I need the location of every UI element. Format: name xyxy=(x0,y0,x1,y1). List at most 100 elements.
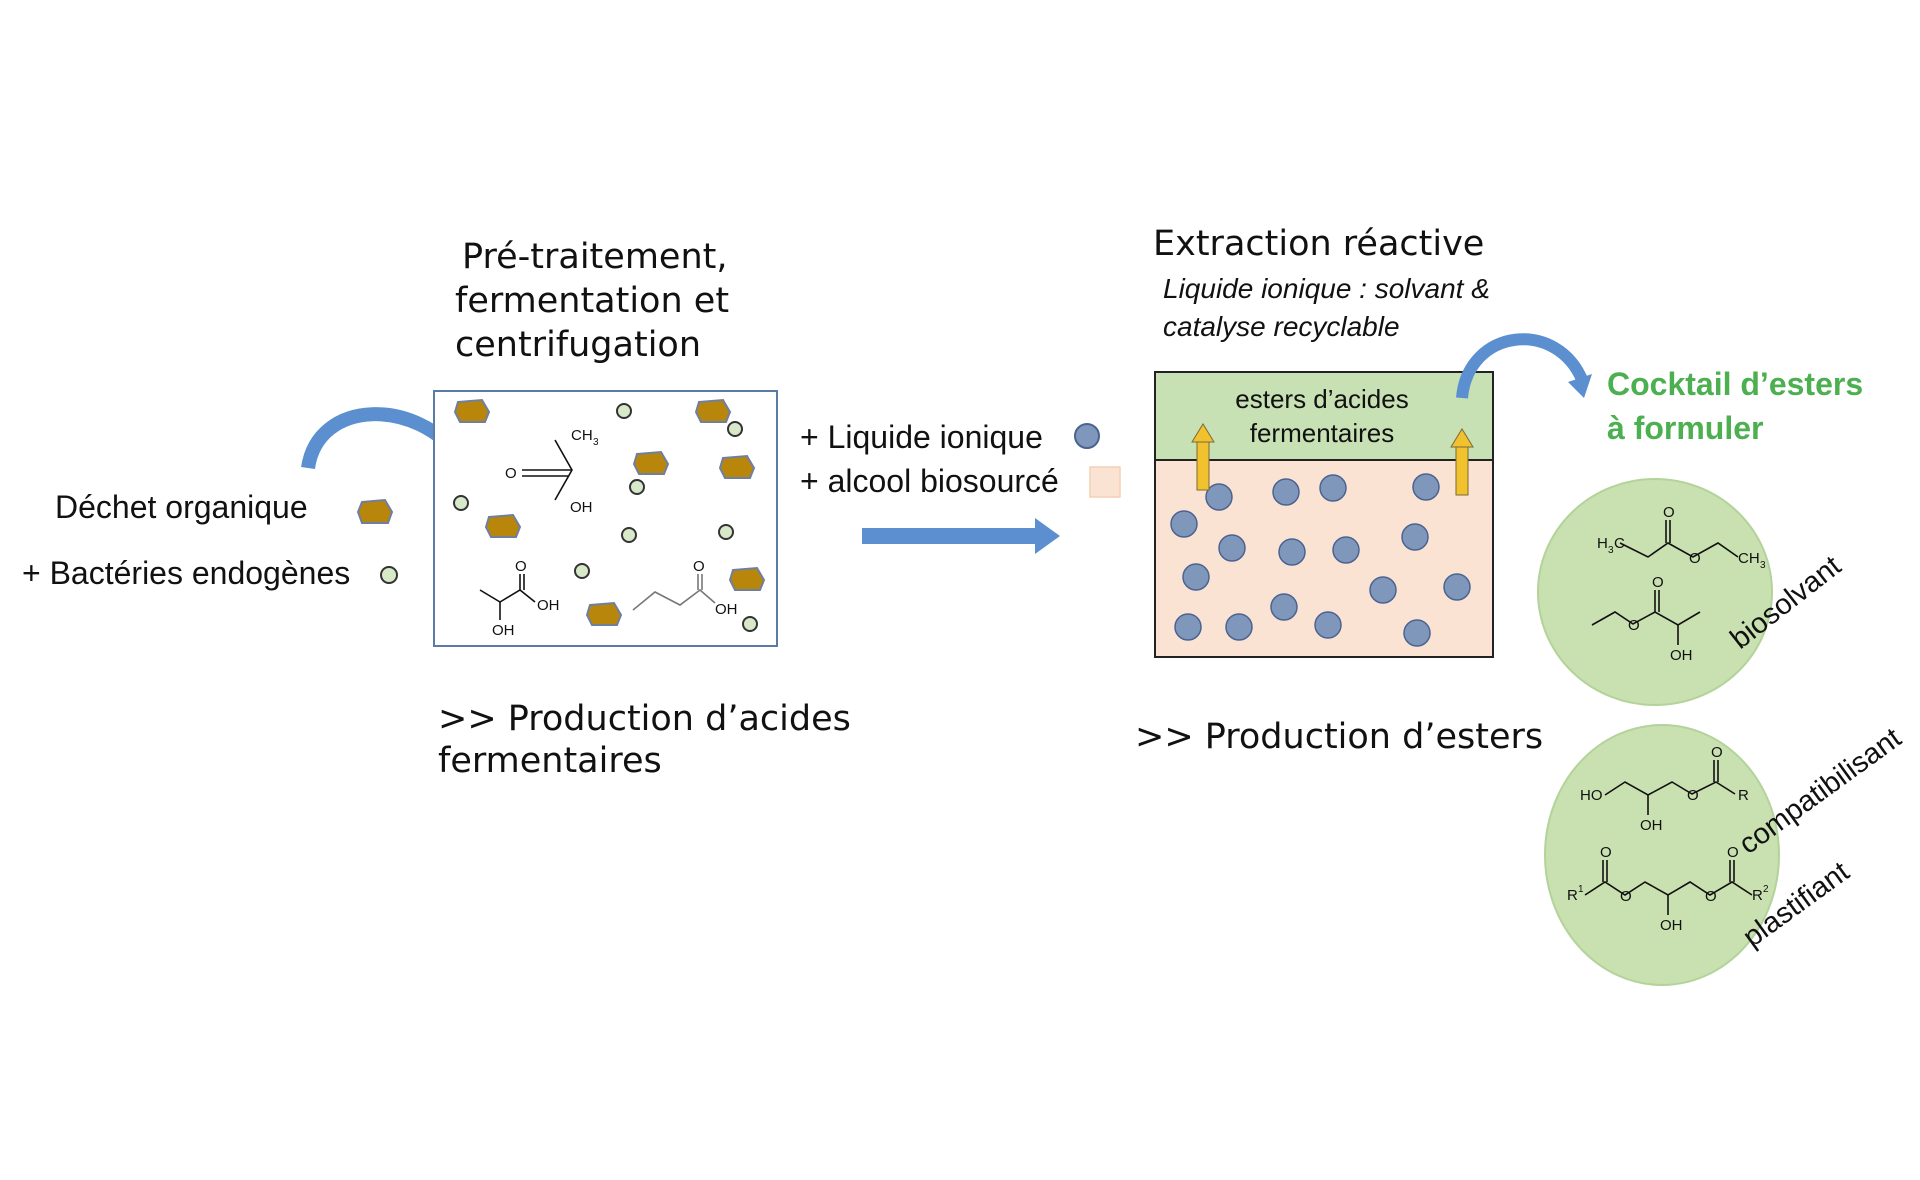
straight-arrow-to-extraction-icon xyxy=(862,518,1060,554)
bacteria-icon xyxy=(380,566,398,584)
monoglyceride-structure: HO OH O O R xyxy=(1580,744,1749,834)
ionic-liquid-droplet-icon xyxy=(1403,619,1431,647)
yellow-up-arrow-right-icon xyxy=(1450,428,1474,496)
yellow-up-arrow-left-icon xyxy=(1191,423,1215,491)
ionic-liquid-droplets xyxy=(1170,473,1471,647)
cocktail-title-line-1: Cocktail d’esters xyxy=(1607,366,1863,402)
diglyceride-oh: OH xyxy=(1660,917,1683,934)
ionic-liquid-droplet-icon xyxy=(1205,483,1233,511)
diglyceride-o-right-carbonyl: O xyxy=(1727,844,1739,861)
lactic-oh-acid: OH xyxy=(537,597,560,614)
ionic-liquid-droplet-icon xyxy=(1218,534,1246,562)
diglyceride-o-right-ester: O xyxy=(1705,888,1717,905)
ionic-liquid-droplet-icon xyxy=(1270,593,1298,621)
waste-particle-icon xyxy=(694,398,732,423)
waste-label: Déchet organique xyxy=(55,489,308,525)
waste-particle-icon xyxy=(453,398,491,423)
ethyl-propanoate-o-ester: O xyxy=(1689,550,1701,567)
bacterium-icon xyxy=(629,479,645,495)
bacterium-icon xyxy=(616,403,632,419)
ionic-liquid-droplet-icon xyxy=(1369,576,1397,604)
acetic-o: O xyxy=(505,465,517,482)
bacterium-icon xyxy=(574,563,590,579)
alcohol-label: + alcool biosourcé xyxy=(800,463,1059,499)
fermentation-output-line-1: >> Production d’acides xyxy=(438,699,851,739)
acetic-ch3-sub: 3 xyxy=(593,437,599,448)
extraction-subtitle-line-2: catalyse recyclable xyxy=(1163,311,1400,342)
ionic-liquid-droplet-icon xyxy=(1319,474,1347,502)
fermenter-bacteria xyxy=(453,403,758,632)
curved-arrow-to-cocktail-icon xyxy=(1456,333,1592,399)
monoglyceride-oh: OH xyxy=(1640,817,1663,834)
ionic-liquid-droplet-icon xyxy=(1278,538,1306,566)
diglyceride-o-left-ester: O xyxy=(1620,888,1632,905)
diglyceride-r2-sup: 2 xyxy=(1763,884,1769,895)
acetic-oh: OH xyxy=(570,499,593,516)
fermentation-title-line-2: fermentation et xyxy=(455,281,729,321)
ionic-liquid-droplet-icon xyxy=(1443,573,1471,601)
ester-phase-layer xyxy=(1154,371,1494,461)
ester-layer-line-1: esters d’acides xyxy=(1235,384,1408,414)
acetic-acid-structure: CH 3 O OH xyxy=(505,427,599,516)
waste-icon xyxy=(356,498,394,524)
alcohol-icon xyxy=(1089,466,1121,498)
waste-particle-icon xyxy=(632,450,670,475)
diglyceride-o-left-carbonyl: O xyxy=(1600,844,1612,861)
ionic-liquid-label: + Liquide ionique xyxy=(800,419,1043,455)
extraction-output: >> Production d’esters xyxy=(1135,717,1543,757)
monoglyceride-ho: HO xyxy=(1580,787,1603,804)
bacterium-icon xyxy=(718,524,734,540)
ionic-liquid-droplet-icon xyxy=(1332,536,1360,564)
ethyl-propanoate-c: C xyxy=(1614,535,1625,552)
bacteria-label: + Bactéries endogènes xyxy=(22,555,350,591)
butyric-oh: OH xyxy=(715,601,738,618)
fermentation-output-line-2: fermentaires xyxy=(438,741,662,781)
monoglyceride-o-carbonyl: O xyxy=(1711,744,1723,761)
waste-particle-icon xyxy=(484,513,522,538)
ester-layer-line-2: fermentaires xyxy=(1250,418,1395,448)
ionic-liquid-droplet-icon xyxy=(1174,613,1202,641)
plasticizer-circle xyxy=(1544,724,1780,986)
lactic-oh-alcohol: OH xyxy=(492,622,515,639)
butyric-acid-structure: O OH xyxy=(632,558,738,618)
ethyl-propanoate-ch: CH xyxy=(1738,550,1760,567)
fermenter-waste-particles xyxy=(453,398,766,626)
bacterium-icon xyxy=(727,421,743,437)
cocktail-title-line-2: à formuler xyxy=(1607,410,1763,446)
ionic-liquid-droplet-icon xyxy=(1314,611,1342,639)
diglyceride-r1-sup: 1 xyxy=(1578,884,1584,895)
monoglyceride-r: R xyxy=(1738,787,1749,804)
bacterium-icon xyxy=(742,616,758,632)
ionic-liquid-droplet-icon xyxy=(1272,478,1300,506)
bacterium-icon xyxy=(453,495,469,511)
ethyl-propanoate-h3-sub: 3 xyxy=(1608,545,1614,556)
ethyl-propanoate-o-carbonyl: O xyxy=(1663,504,1675,521)
fermentation-title-line-1: Pré-traitement, xyxy=(462,237,727,277)
ionic-liquid-droplet-icon xyxy=(1225,613,1253,641)
lactic-o: O xyxy=(515,558,527,575)
extraction-subtitle-line-1: Liquide ionique : solvant & xyxy=(1163,273,1490,304)
fermentation-title-line-3: centrifugation xyxy=(455,325,701,365)
monoglyceride-o-ester: O xyxy=(1687,787,1699,804)
waste-particle-icon xyxy=(585,601,623,626)
extraction-title: Extraction réactive xyxy=(1153,224,1484,264)
diglyceride-r1: R xyxy=(1567,887,1578,904)
ethyl-lactate-o-ester: O xyxy=(1628,617,1640,634)
waste-particle-icon xyxy=(718,454,756,479)
ethyl-propanoate-h: H xyxy=(1597,535,1608,552)
ionic-liquid-droplet-icon xyxy=(1412,473,1440,501)
ethyl-propanoate-ch3-sub: 3 xyxy=(1760,560,1766,571)
butyric-o: O xyxy=(693,558,705,575)
ionic-liquid-droplet-icon xyxy=(1401,523,1429,551)
waste-particle-icon xyxy=(728,566,766,591)
ethyl-lactate-o-carbonyl: O xyxy=(1652,574,1664,591)
acetic-ch3: CH xyxy=(571,427,593,444)
ionic-liquid-icon xyxy=(1074,423,1100,449)
diglyceride-r2: R xyxy=(1752,887,1763,904)
ethyl-lactate-oh: OH xyxy=(1670,647,1693,664)
ethyl-propanoate-structure: H 3 C CH 3 O O xyxy=(1597,504,1766,571)
lactic-acid-structure: O OH OH xyxy=(479,558,560,639)
ionic-liquid-droplet-icon xyxy=(1182,563,1210,591)
ionic-liquid-droplet-icon xyxy=(1170,510,1198,538)
